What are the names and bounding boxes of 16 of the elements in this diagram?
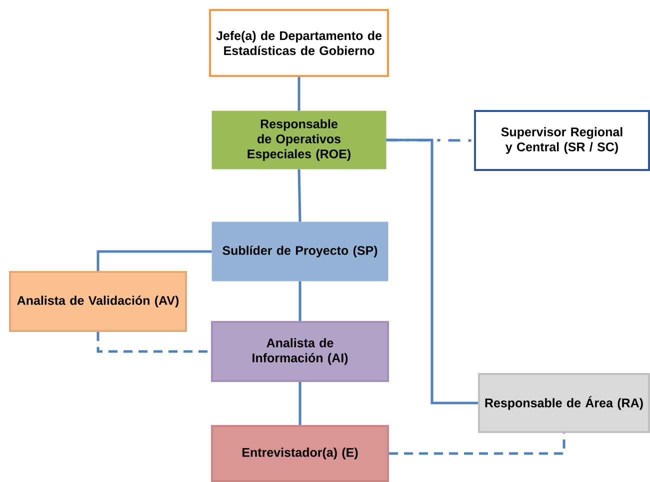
role-box: Sublíder de Proyecto (SP) [212, 222, 388, 282]
role-box: Entrevistador(a) (E) [211, 425, 389, 482]
role-box: Jefe(a) de Departamento de Estadísticas de Gobierno [209, 9, 389, 77]
role-box: Responsable de Operativos Especiales (ROE) [212, 110, 386, 170]
role-box: Supervisor Regional y Central (SR / SC) [474, 110, 650, 171]
connector-line [386, 138, 478, 404]
role-box: Analista de Validación (AV) [9, 271, 187, 332]
role-box: Responsable de Área (RA) [478, 373, 650, 433]
connector-line [389, 433, 566, 455]
connector-line [298, 169, 302, 222]
connector-line [298, 382, 302, 425]
connector-line [298, 281, 302, 321]
connector-line [298, 77, 300, 111]
role-box: Analista de Información (AI) [211, 321, 389, 382]
connector-line [96, 250, 212, 271]
connector-line [386, 138, 474, 142]
